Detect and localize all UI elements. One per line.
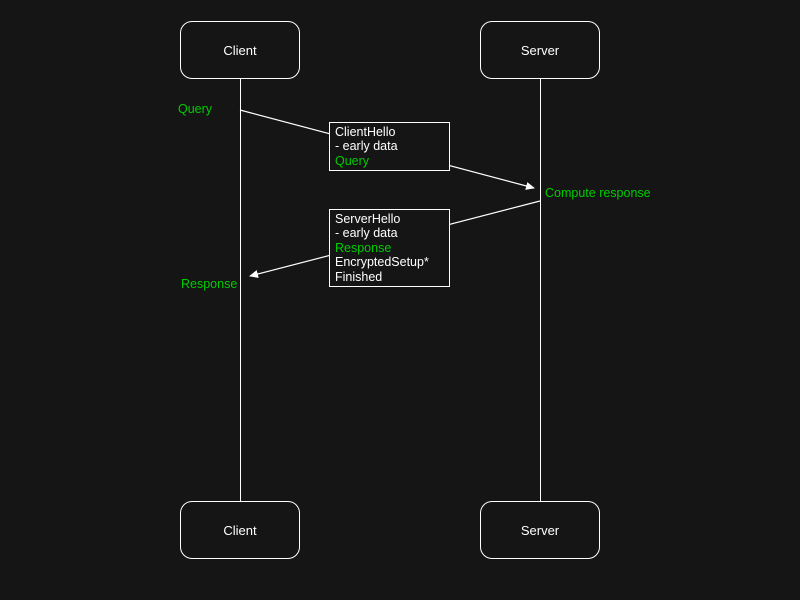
- actor-label: Server: [520, 522, 560, 538]
- note-line: ClientHello: [335, 125, 396, 139]
- actor-client-top: Client: [180, 21, 300, 79]
- note-line: ServerHello: [335, 212, 401, 226]
- note-line: EncryptedSetup*: [335, 255, 429, 270]
- note-line: - early data: [335, 139, 398, 154]
- client-lifeline: [239, 79, 241, 501]
- note-line: Finished: [335, 269, 383, 284]
- actor-label: Server: [520, 42, 560, 58]
- query-annotation: Query: [178, 102, 213, 116]
- note-line: - early data: [335, 226, 398, 241]
- actor-server-top: Server: [480, 21, 600, 79]
- compute-response-annotation: Compute response: [545, 186, 651, 200]
- server-lifeline: [539, 79, 541, 501]
- note-line-response: Response: [335, 240, 392, 255]
- client-hello-note: ClientHello - early data Query: [329, 122, 450, 172]
- response-annotation: Response: [181, 277, 238, 291]
- actor-label: Client: [223, 42, 257, 58]
- note-line-query: Query: [335, 153, 370, 168]
- actor-server-bottom: Server: [480, 501, 600, 559]
- actor-client-bottom: Client: [180, 501, 300, 559]
- actor-label: Client: [223, 522, 257, 538]
- server-hello-note: ServerHello - early data Response Encryp…: [329, 209, 450, 288]
